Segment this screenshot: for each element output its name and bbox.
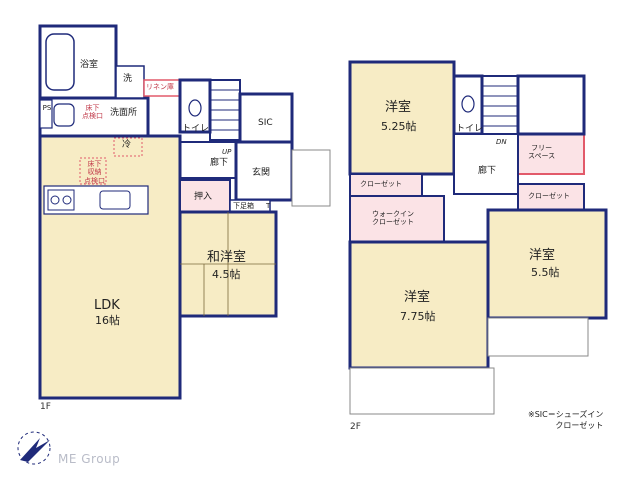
label-ps: PS [42, 104, 52, 112]
label-wash: 洗 [123, 74, 133, 84]
western-room-2 [486, 208, 608, 320]
label-washitsu-size: 4.5帖 [212, 268, 241, 281]
floor1-plan [38, 24, 331, 400]
entrance [234, 140, 294, 202]
label-western3-name: 洋室 [404, 290, 431, 305]
underfloor-storage-hatch [79, 157, 107, 185]
walkin-closet [349, 195, 445, 243]
upper-right-wall [516, 74, 586, 136]
label-hall-2f: 廊下 [478, 166, 497, 176]
floor1-label: 1F [40, 402, 51, 412]
ldk-room [38, 134, 182, 400]
label-toilet-1f: トイレ [182, 124, 210, 134]
label-walkin: ウォークイン クローゼット [372, 210, 414, 227]
label-western2-size: 5.5帖 [531, 266, 560, 279]
label-underfloor-storage: 床下 収納 点検口 [84, 160, 105, 185]
stairs-1f [209, 79, 241, 141]
hall-2f [453, 133, 519, 195]
label-washitsu-name: 和洋室 [207, 250, 247, 265]
label-ldk-size: 16帖 [95, 314, 120, 327]
label-oshiire: 押入 [194, 192, 213, 202]
label-western1-name: 洋室 [385, 100, 412, 115]
burner-right [62, 195, 72, 205]
label-hall-1f: 廊下 [210, 158, 229, 168]
label-free-space: フリー スペース [528, 144, 556, 161]
toilet-bowl-1f [188, 99, 202, 117]
bathtub [45, 33, 75, 91]
label-underfloor-inspection: 床下 点検口 [82, 104, 103, 121]
label-closet-a: クローゼット [360, 180, 402, 188]
label-shoe-box: 下足箱 [233, 202, 254, 210]
label-sic: SIC [258, 118, 273, 128]
label-fridge: 冷 [122, 140, 132, 150]
sink [53, 103, 75, 127]
logo-text: ME Group [58, 452, 121, 466]
balcony-right [487, 317, 589, 357]
western-room-1 [348, 60, 456, 176]
compass-logo-icon [17, 431, 51, 465]
stairs-2f [481, 75, 519, 137]
porch [291, 149, 331, 207]
label-western3-size: 7.75帖 [400, 310, 436, 323]
floor2-label: 2F [350, 422, 361, 432]
label-t: T [266, 202, 271, 210]
tatami-lines [180, 212, 276, 316]
balcony-bottom [349, 367, 495, 415]
label-toilet-2f: トイレ [456, 124, 484, 134]
floor2-plan [348, 60, 608, 415]
label-dn: DN [496, 138, 507, 146]
label-bath: 浴室 [80, 60, 99, 70]
label-linen: リネン庫 [146, 83, 174, 91]
label-up: UP [222, 148, 232, 156]
label-closet-b: クローゼット [528, 192, 570, 200]
label-ldk-name: LDK [94, 298, 120, 313]
label-entrance: 玄関 [252, 168, 271, 178]
burner-left [50, 195, 60, 205]
sic-note: ※SIC＝シューズイン クローゼット [528, 410, 604, 430]
label-washroom: 洗面所 [110, 108, 138, 118]
label-western1-size: 5.25帖 [381, 120, 417, 133]
fridge-spot [113, 137, 143, 157]
ps-box [39, 99, 53, 129]
sic-room [238, 92, 294, 144]
toilet-bowl-2f [461, 95, 475, 113]
kitchen-sink [99, 190, 131, 210]
label-western2-name: 洋室 [529, 248, 556, 263]
stove [47, 189, 75, 211]
wash-area [115, 65, 145, 99]
